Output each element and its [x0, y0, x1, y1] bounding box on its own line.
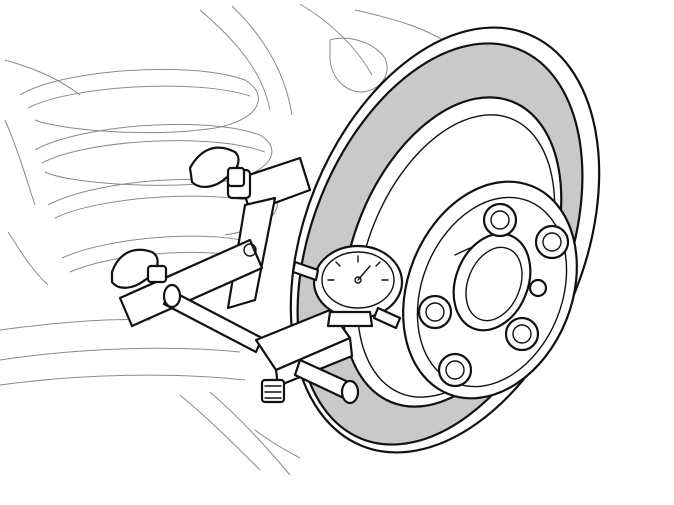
wing-knob-lower — [110, 248, 168, 289]
wheel-nut — [482, 202, 518, 238]
dial-gauge — [291, 244, 404, 330]
wheel-nut — [534, 224, 570, 260]
wheel-nut — [417, 294, 453, 330]
wheel-studs — [417, 202, 570, 388]
gauge-arm-block — [254, 308, 360, 405]
lower-control-arm-background — [0, 318, 301, 476]
wheel-nut — [437, 352, 473, 388]
wheel-nut — [504, 316, 540, 352]
wing-knob-upper — [188, 146, 246, 188]
wheel-stud — [528, 278, 548, 298]
extension-rod — [162, 283, 264, 354]
